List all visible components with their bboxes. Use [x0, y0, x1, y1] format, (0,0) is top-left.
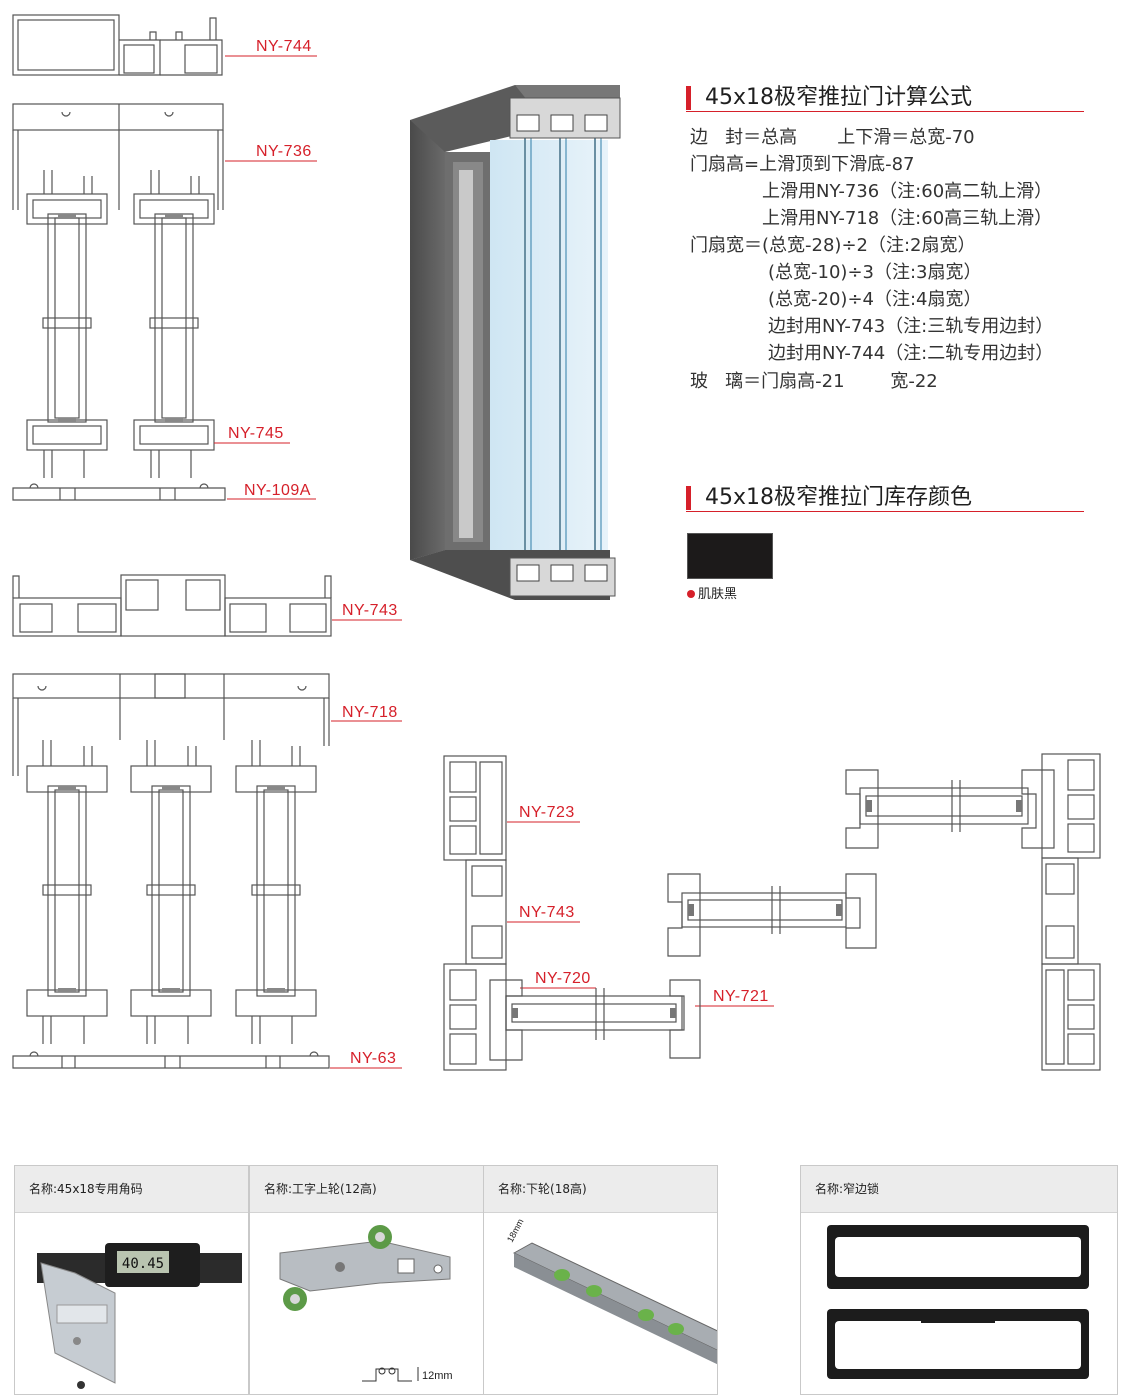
- top-wheel-dimension: 12mm: [422, 1370, 453, 1382]
- color-swatch-label: 肌肤黑: [687, 583, 737, 602]
- accessory-card-lock: 名称:窄边锁: [800, 1165, 1118, 1395]
- label-ny109a: NY-109A: [244, 482, 311, 499]
- label-ny723: NY-723: [519, 804, 575, 821]
- card-image-top-wheel: 12mm: [250, 1213, 483, 1395]
- ny718-profile: [12, 673, 330, 776]
- accessory-card-top-wheel: 名称:工字上轮(12高) 12mm: [249, 1165, 484, 1395]
- bottom-wheel-height-dim: 18mm: [505, 1217, 526, 1244]
- card-image-lock: [801, 1213, 1117, 1395]
- label-ny736: NY-736: [256, 143, 312, 160]
- card-image-bottom-wheel: 18mm 18mm: [484, 1213, 717, 1395]
- card-title-top-wheel: 名称:工字上轮(12高): [250, 1166, 483, 1213]
- colors-underline: [686, 511, 1084, 512]
- accessory-card-corner-key: 名称:45x18专用角码 40.45: [14, 1165, 249, 1395]
- door-3d-render: [410, 85, 621, 600]
- label-ny745: NY-745: [228, 425, 284, 442]
- formula-line-2: 门扇高=上滑顶到下滑底-87: [690, 154, 915, 175]
- formula-line-10: 玻 璃＝门扇高-21 宽-22: [690, 371, 938, 392]
- formula-line-8: 边封用NY-743（注:三轨专用边封）: [768, 316, 1054, 337]
- colors-title: 45x18极窄推拉门库存颜色: [686, 486, 972, 510]
- color-name: 肌肤黑: [698, 587, 738, 602]
- caliper-reading: 40.45: [122, 1256, 164, 1272]
- formula-title: 45x18极窄推拉门计算公式: [686, 86, 972, 110]
- label-ny721: NY-721: [713, 988, 769, 1005]
- bullet-dot-icon: [687, 590, 695, 598]
- card-title-corner-key: 名称:45x18专用角码: [15, 1166, 248, 1213]
- formula-line-5: 门扇宽＝(总宽-28)÷2（注:2扇宽）: [690, 235, 976, 256]
- ny63-profile: [12, 1051, 330, 1069]
- ny736-profile: [12, 103, 224, 210]
- formula-line-3: 上滑用NY-736（注:60高二轨上滑）: [762, 181, 1053, 202]
- formula-line-4: 上滑用NY-718（注:60高三轨上滑）: [762, 208, 1053, 229]
- formula-line-9: 边封用NY-744（注:二轨专用边封）: [768, 343, 1054, 364]
- label-ny744: NY-744: [256, 38, 312, 55]
- label-ny720: NY-720: [535, 970, 591, 987]
- ny743-profile: [12, 574, 332, 637]
- formula-underline: [686, 111, 1084, 112]
- formula-line-7: (总宽-20)÷4（注:4扇宽）: [768, 289, 982, 310]
- color-swatch: [687, 533, 773, 579]
- label-ny718: NY-718: [342, 704, 398, 721]
- ny744-profile: [12, 14, 223, 76]
- formula-line-6: (总宽-10)÷3（注:3扇宽）: [768, 262, 982, 283]
- label-ny63: NY-63: [350, 1050, 397, 1067]
- label-ny743-plan: NY-743: [519, 904, 575, 921]
- label-ny743-top: NY-743: [342, 602, 398, 619]
- card-title-bottom-wheel: 名称:下轮(18高): [484, 1166, 717, 1213]
- card-image-corner-key: 40.45: [15, 1213, 248, 1395]
- accessory-card-bottom-wheel: 名称:下轮(18高) 18mm 18mm: [483, 1165, 718, 1395]
- ny109a-profile: [12, 483, 226, 501]
- card-title-lock: 名称:窄边锁: [801, 1166, 1117, 1213]
- formula-line-1: 边 封＝总高 上下滑＝总宽-70: [690, 127, 975, 148]
